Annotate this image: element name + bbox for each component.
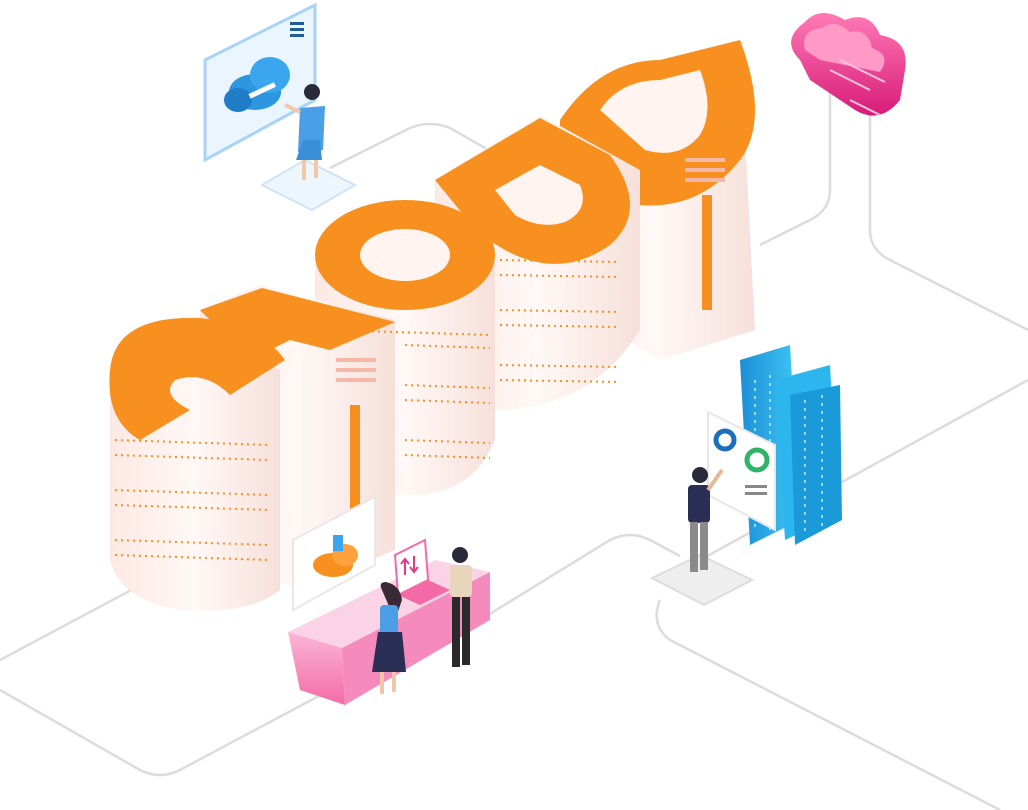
sync-panel [707,410,776,532]
man-figure-desk [450,547,472,667]
vent-dots [114,259,621,561]
man-figure-right [688,467,724,572]
transfer-icon [400,556,419,575]
cloud-folder-icon [313,535,358,577]
pink-cloud-icon [791,12,906,116]
woman-figure-top [284,84,325,180]
sync-icon [713,428,770,473]
laptop [393,538,450,605]
cloud-upload-panel [203,2,358,212]
cloud-upload-icon [224,57,290,112]
cloud-folder-panel [292,495,376,612]
letter-c-column [109,317,285,611]
woman-figure-desk [372,582,406,694]
cloud-letters [109,40,755,611]
